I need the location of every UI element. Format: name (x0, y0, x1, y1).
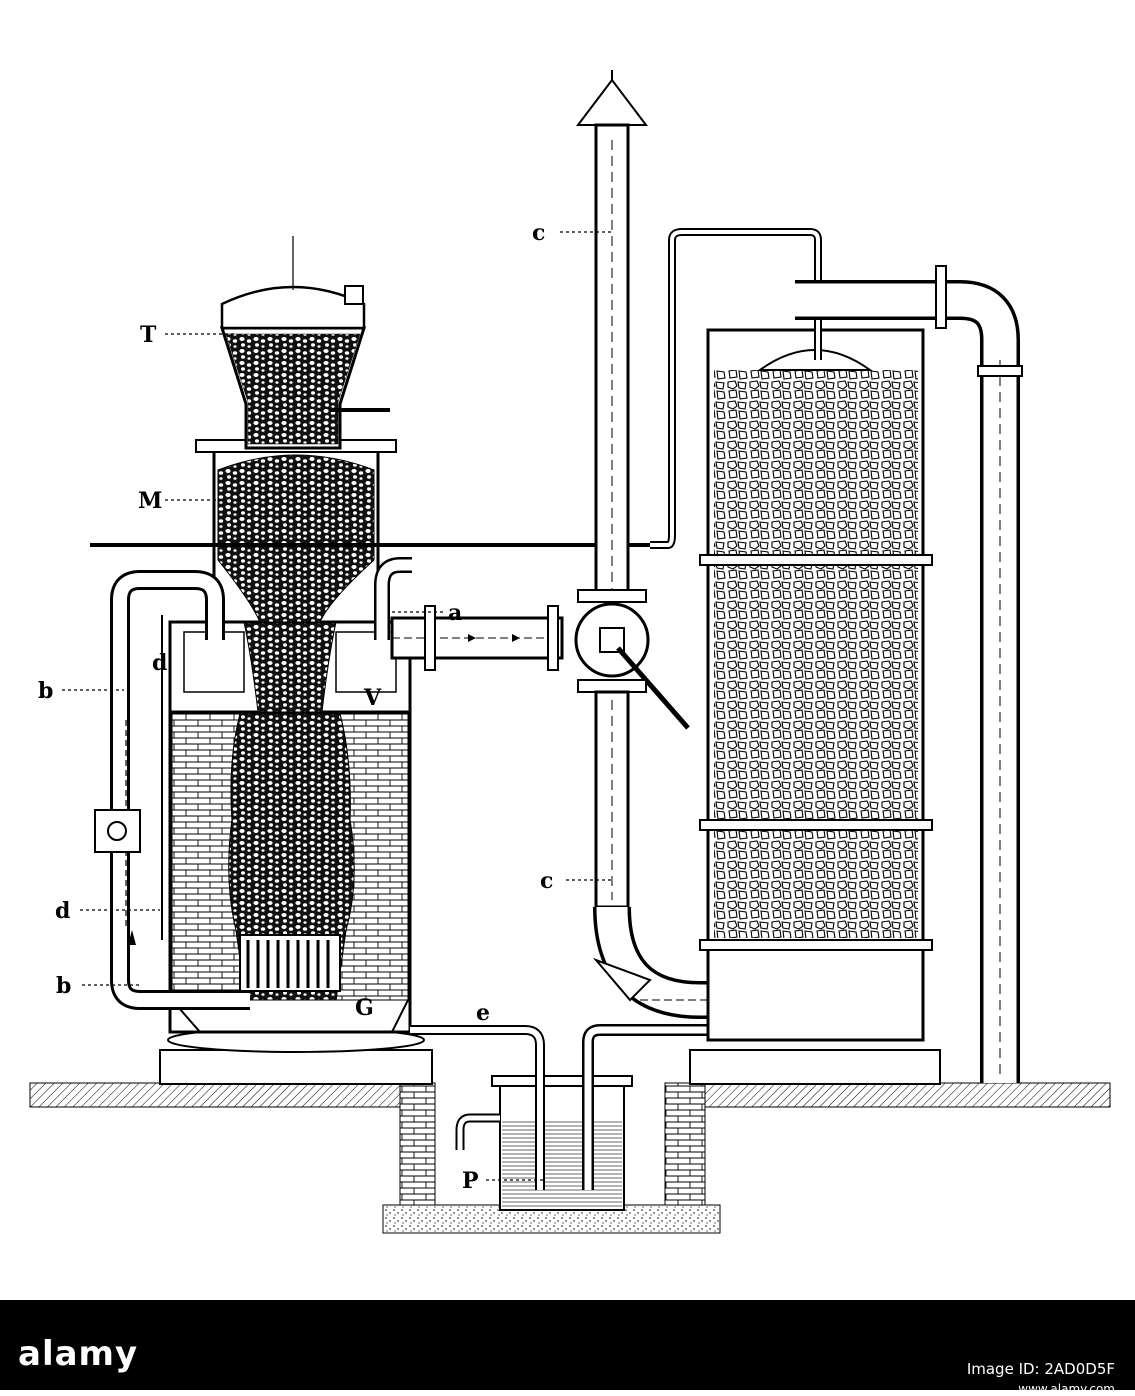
label-e: e (476, 1000, 490, 1026)
label-d-low: d (55, 898, 70, 924)
gas-generator (90, 236, 650, 1190)
label-a: a (448, 600, 462, 626)
label-M: M (138, 488, 162, 514)
label-G: G (355, 995, 374, 1021)
label-T: T (140, 322, 157, 348)
alamy-logo: alamy (18, 1334, 139, 1374)
label-c-top: c (532, 220, 545, 246)
gas-generator-engraving: T M a b d V d b G e P c c (29, 70, 1111, 1234)
label-c-low: c (540, 868, 553, 894)
image-id: Image ID: 2AD0D5F (966, 1360, 1115, 1378)
label-V: V (363, 685, 382, 711)
stock-footer-bar: alamy Image ID: 2AD0D5F www.alamy.com (0, 1300, 1135, 1396)
label-d-top: d (152, 650, 167, 676)
site-url: www.alamy.com (1018, 1382, 1115, 1396)
diagram-labels: T M a b d V d b G e P c c (38, 220, 612, 1194)
water-seal-box (455, 1075, 633, 1211)
scrubber-column (650, 228, 1023, 1085)
label-b-low: b (56, 973, 71, 999)
label-P: P (462, 1168, 479, 1194)
label-b-top: b (38, 678, 53, 704)
chimney (574, 70, 820, 1190)
